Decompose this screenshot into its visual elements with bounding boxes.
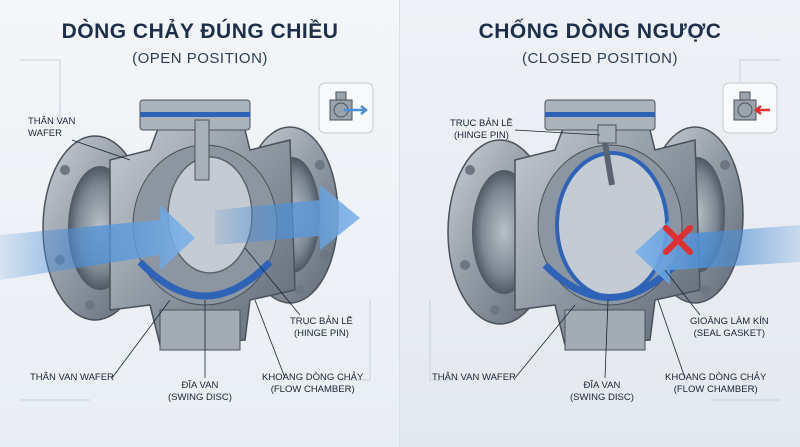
closed-position-panel: CHỐNG DÒNG NGƯỢC (CLOSED POSITION) xyxy=(400,0,800,447)
label-seal-gasket: GIOĂNG LÀM KÍN(SEAL GASKET) xyxy=(690,316,769,340)
label-swing-disc: ĐĨA VAN(SWING DISC) xyxy=(168,380,232,404)
label-wafer-body-bottom: THÂN VAN WAFER xyxy=(432,372,516,384)
valve-closed-icon xyxy=(722,82,778,134)
label-hinge-pin: TRỤC BẢN LỀ(HINGE PIN) xyxy=(450,118,513,142)
valve-open-icon xyxy=(318,82,374,134)
label-swing-disc: ĐĨA VAN(SWING DISC) xyxy=(570,380,634,404)
label-hinge-pin: TRỤC BẢN LỀ(HINGE PIN) xyxy=(290,316,353,340)
open-position-panel: DÒNG CHẢY ĐÚNG CHIỀU (OPEN POSITION) xyxy=(0,0,400,447)
label-wafer-body-bottom: THÂN VAN WAFER xyxy=(30,372,114,384)
label-flow-chamber: KHOANG DÒNG CHẢY(FLOW CHAMBER) xyxy=(262,372,363,396)
label-flow-chamber: KHOANG DÒNG CHẢY(FLOW CHAMBER) xyxy=(665,372,766,396)
